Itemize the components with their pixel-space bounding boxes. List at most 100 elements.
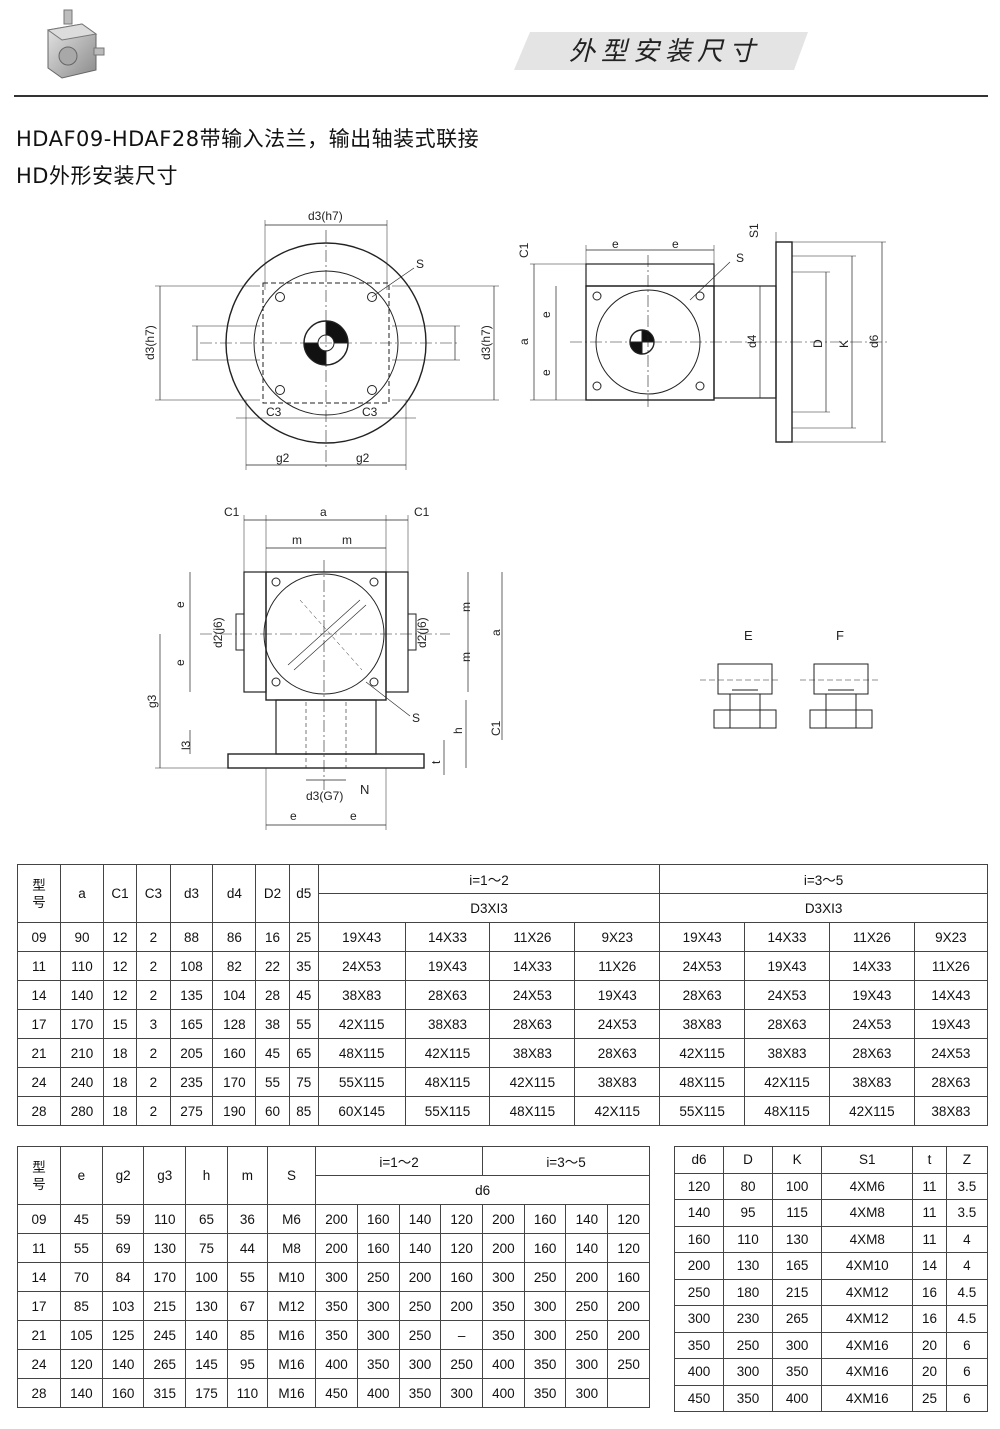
table-cell: 60X145 bbox=[317, 1096, 406, 1126]
label-m-bottom-right: m bbox=[342, 533, 352, 547]
table-cell: 160 bbox=[356, 1204, 400, 1234]
table-cell: 28 bbox=[17, 1378, 61, 1408]
table-cell: 160 bbox=[523, 1204, 567, 1234]
column-header: Z bbox=[945, 1146, 989, 1174]
column-header: D2 bbox=[255, 864, 290, 923]
table-cell: 19X43 bbox=[913, 1009, 989, 1039]
table-cell: 250 bbox=[356, 1262, 400, 1292]
table-cell: 28X63 bbox=[828, 1038, 915, 1068]
table-cell: 350 bbox=[723, 1384, 774, 1412]
table-cell: 140 bbox=[60, 980, 104, 1010]
table-cell: 200 bbox=[607, 1320, 650, 1350]
table-cell: 75 bbox=[185, 1233, 228, 1263]
label-e-bottom-right: e bbox=[350, 809, 357, 823]
table-cell: 28X63 bbox=[913, 1067, 989, 1097]
table-cell: 250 bbox=[398, 1320, 442, 1350]
table-cell: 38X83 bbox=[659, 1009, 746, 1039]
table-cell: 75 bbox=[288, 1067, 319, 1097]
table-cell: 300 bbox=[565, 1349, 609, 1379]
table-cell: 11X26 bbox=[489, 922, 576, 952]
table-cell: 140 bbox=[398, 1233, 442, 1263]
ratio-header-b: i=3～5 bbox=[659, 864, 988, 894]
table-cell: 400 bbox=[315, 1349, 358, 1379]
table-cell: 25 bbox=[288, 922, 319, 952]
table-cell: 38X83 bbox=[574, 1067, 661, 1097]
table-cell: 300 bbox=[523, 1291, 567, 1321]
table-cell: 4XM8 bbox=[821, 1199, 914, 1227]
table-cell: 38X83 bbox=[744, 1038, 830, 1068]
table-cell: 36 bbox=[226, 1204, 268, 1234]
table-cell: 85 bbox=[60, 1291, 103, 1321]
label-E: E bbox=[744, 628, 753, 643]
table-cell: 128 bbox=[212, 1009, 257, 1039]
table-cell: 12 bbox=[102, 951, 138, 981]
table-cell: 300 bbox=[523, 1320, 567, 1350]
table-cell: 250 bbox=[607, 1349, 650, 1379]
column-header: d6 bbox=[673, 1146, 725, 1174]
label-d2j6-left: d2(j6) bbox=[211, 617, 225, 648]
table-cell: 160 bbox=[101, 1378, 145, 1408]
column-header: S bbox=[266, 1146, 317, 1205]
table-cell: 24X53 bbox=[913, 1038, 989, 1068]
table-cell: 11X26 bbox=[828, 922, 915, 952]
table-cell: 300 bbox=[723, 1358, 774, 1386]
table-cell: 09 bbox=[17, 1204, 61, 1234]
table-cell: 86 bbox=[212, 922, 257, 952]
label-a-bottom-right: a bbox=[489, 629, 503, 636]
table-cell: 350 bbox=[398, 1378, 442, 1408]
table-cell: 230 bbox=[723, 1305, 774, 1333]
table-cell: 250 bbox=[523, 1262, 567, 1292]
technical-drawings: d3(h7) d3(h7) d3(h7) S C3 C3 g2 g2 C1 e … bbox=[143, 209, 890, 830]
table-cell: 19X43 bbox=[744, 951, 830, 981]
column-header: d4 bbox=[212, 864, 257, 923]
table-cell: 19X43 bbox=[828, 980, 915, 1010]
model-label-1: 型 bbox=[32, 1159, 46, 1175]
table-cell: 16 bbox=[912, 1305, 947, 1333]
table-cell: 120 bbox=[440, 1233, 484, 1263]
model-header: 型号 bbox=[17, 1146, 61, 1205]
table-cell: 2 bbox=[136, 980, 171, 1010]
table-cell: 200 bbox=[607, 1291, 650, 1321]
table-cell: M12 bbox=[266, 1291, 317, 1321]
table-cell: 19X43 bbox=[317, 922, 406, 952]
table-cell: 48X115 bbox=[659, 1067, 746, 1097]
table-cell: 4XM16 bbox=[821, 1358, 914, 1386]
table-cell: 275 bbox=[169, 1096, 214, 1126]
table-cell: 400 bbox=[772, 1384, 823, 1412]
table-cell: 65 bbox=[185, 1204, 228, 1234]
table-cell: 67 bbox=[226, 1291, 268, 1321]
table-cell: 42X115 bbox=[489, 1067, 576, 1097]
table-cell: 24X53 bbox=[574, 1009, 661, 1039]
table-cell: 14X33 bbox=[828, 951, 915, 981]
table-cell: 35 bbox=[288, 951, 319, 981]
table-cell: 160 bbox=[440, 1262, 484, 1292]
table-cell: 250 bbox=[565, 1320, 609, 1350]
table-cell bbox=[607, 1378, 650, 1408]
table-cell: 100 bbox=[772, 1172, 823, 1200]
table-cell: M10 bbox=[266, 1262, 317, 1292]
table-cell: 165 bbox=[772, 1252, 823, 1280]
table-cell: 17 bbox=[17, 1291, 61, 1321]
table-cell: 24X53 bbox=[489, 980, 576, 1010]
table-cell: 55X115 bbox=[317, 1067, 406, 1097]
table-cell: 44 bbox=[226, 1233, 268, 1263]
table-cell: 245 bbox=[143, 1320, 187, 1350]
table-cell: 24 bbox=[17, 1349, 61, 1379]
table-cell: 200 bbox=[482, 1233, 525, 1263]
table-cell: 80 bbox=[723, 1172, 774, 1200]
table-cell: 120 bbox=[440, 1204, 484, 1234]
table-cell: 14 bbox=[912, 1252, 947, 1280]
table-cell: 350 bbox=[356, 1349, 400, 1379]
table-cell: 9X23 bbox=[574, 922, 661, 952]
heading-line-2: HD外形安装尺寸 bbox=[16, 164, 178, 188]
table-cell: M16 bbox=[266, 1320, 317, 1350]
